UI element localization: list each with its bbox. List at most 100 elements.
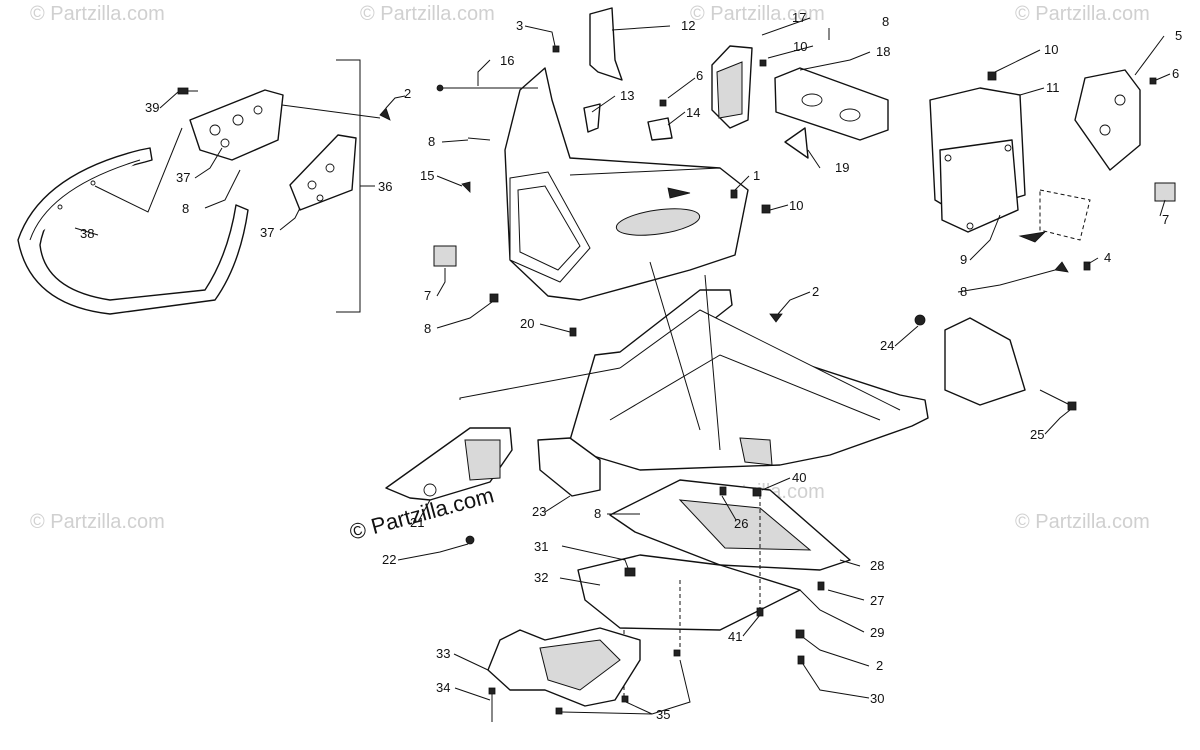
bracket-hole xyxy=(253,105,263,115)
direction-arrow-icon xyxy=(1018,231,1047,243)
callout-30: 30 xyxy=(870,691,884,706)
bracket-14 xyxy=(647,117,673,141)
callout-29: 29 xyxy=(870,625,884,640)
callout-38: 38 xyxy=(80,226,94,241)
callout-7: 7 xyxy=(424,288,431,303)
callout-16: 16 xyxy=(500,53,514,68)
screw-6-icon xyxy=(1149,77,1157,85)
bracket-hole xyxy=(307,180,317,190)
block-7-icon xyxy=(433,245,457,267)
cover-plate-9 xyxy=(939,139,1019,233)
watermark-top-right: © Partzilla.com xyxy=(1015,3,1150,25)
bracket-hole xyxy=(1114,94,1126,106)
bumper-inner-edge xyxy=(29,159,141,241)
callout-19: 19 xyxy=(835,160,849,175)
screw-3-icon xyxy=(552,45,560,53)
grommet-22-icon xyxy=(465,535,475,545)
callout-40: 40 xyxy=(792,470,806,485)
callout-8: 8 xyxy=(424,321,431,336)
bolt-39-icon xyxy=(177,87,189,95)
callout-36: 36 xyxy=(378,179,392,194)
frame-assembly xyxy=(385,289,1077,545)
mount-hole xyxy=(423,483,437,497)
screw-4-icon xyxy=(1083,261,1091,271)
bulkhead-oval-opening xyxy=(615,208,701,236)
callout-8: 8 xyxy=(182,201,189,216)
callout-25: 25 xyxy=(1030,427,1044,442)
frame-crossmember xyxy=(609,354,881,421)
bolt-25-icon xyxy=(1067,401,1077,411)
callout-6: 6 xyxy=(696,68,703,83)
callout-26: 26 xyxy=(734,516,748,531)
screw-6-icon xyxy=(659,99,667,107)
frame-rail-23 xyxy=(537,437,601,497)
bracket-hole xyxy=(220,138,230,148)
callout-32: 32 xyxy=(534,570,548,585)
callout-24: 24 xyxy=(880,338,894,353)
gusset-19 xyxy=(784,127,809,159)
callout-37: 37 xyxy=(176,170,190,185)
callout-21: 21 xyxy=(410,515,424,530)
nut-24-icon xyxy=(914,314,926,326)
watermark-top-left: © Partzilla.com xyxy=(30,3,165,25)
leader-bracket-to-nut xyxy=(281,104,381,119)
callout-15: 15 xyxy=(420,168,434,183)
callout-6: 6 xyxy=(1172,66,1179,81)
callout-2: 2 xyxy=(876,658,883,673)
right-side-assembly xyxy=(929,69,1176,273)
screw-40-icon xyxy=(752,487,762,497)
screw-35-icon xyxy=(621,695,629,703)
clip-31-icon xyxy=(624,567,636,577)
deflector-12 xyxy=(589,7,623,81)
bracket-hole xyxy=(1099,124,1111,136)
callout-23: 23 xyxy=(532,504,546,519)
vent-duct-grille xyxy=(716,61,743,119)
watermark-top-center-left: © Partzilla.com xyxy=(360,3,495,25)
nut-10-icon xyxy=(987,71,997,81)
strip-13 xyxy=(583,103,601,133)
front-bulkhead-assembly xyxy=(433,7,889,337)
callout-12: 12 xyxy=(681,18,695,33)
callout-39: 39 xyxy=(145,100,159,115)
bumper-bracket-right xyxy=(289,134,357,211)
bulkhead-top-edge xyxy=(569,167,721,176)
callout-5: 5 xyxy=(1175,28,1182,43)
callout-labels: 3 12 17 8 10 18 16 6 13 14 8 15 19 1 10 … xyxy=(80,10,1182,722)
callout-35: 35 xyxy=(656,707,670,722)
callout-8: 8 xyxy=(594,506,601,521)
bracket-hole xyxy=(316,194,324,202)
callout-37: 37 xyxy=(260,225,274,240)
callout-17: 17 xyxy=(792,10,806,25)
nut-10-icon xyxy=(761,204,771,214)
nut-10-icon xyxy=(759,59,767,67)
callout-11: 11 xyxy=(1046,80,1060,95)
frame-end-24 xyxy=(944,317,1026,406)
lower-guard-channel xyxy=(539,639,621,691)
callout-2: 2 xyxy=(404,86,411,101)
mount-web xyxy=(464,439,501,481)
bumper-hole xyxy=(57,204,63,210)
callout-28: 28 xyxy=(870,558,884,573)
bracket-5 xyxy=(1074,69,1141,171)
lower-guard-assembly xyxy=(487,627,681,722)
watermark-mid-right: © Partzilla.com xyxy=(1015,511,1150,533)
panel-hole xyxy=(839,108,861,122)
panel-hole xyxy=(801,93,823,107)
plate-hole xyxy=(966,222,974,230)
callout-27: 27 xyxy=(870,593,884,608)
callout-4: 4 xyxy=(1104,250,1111,265)
frame-crossmember xyxy=(619,309,901,411)
bolt-16-icon xyxy=(436,84,444,92)
clip-2-icon xyxy=(769,313,783,323)
screw-20-icon xyxy=(569,327,577,337)
watermark-top-center-right: © Partzilla.com xyxy=(690,3,825,25)
callout-3: 3 xyxy=(516,18,523,33)
bolt-25-shank xyxy=(1039,389,1071,406)
clip-nut-2-icon xyxy=(379,107,391,121)
screw-35-icon xyxy=(555,707,563,715)
bracket-hole xyxy=(232,114,244,126)
callout-10: 10 xyxy=(1044,42,1058,57)
screw-35-icon xyxy=(673,649,681,657)
block-7-icon xyxy=(1154,182,1176,202)
